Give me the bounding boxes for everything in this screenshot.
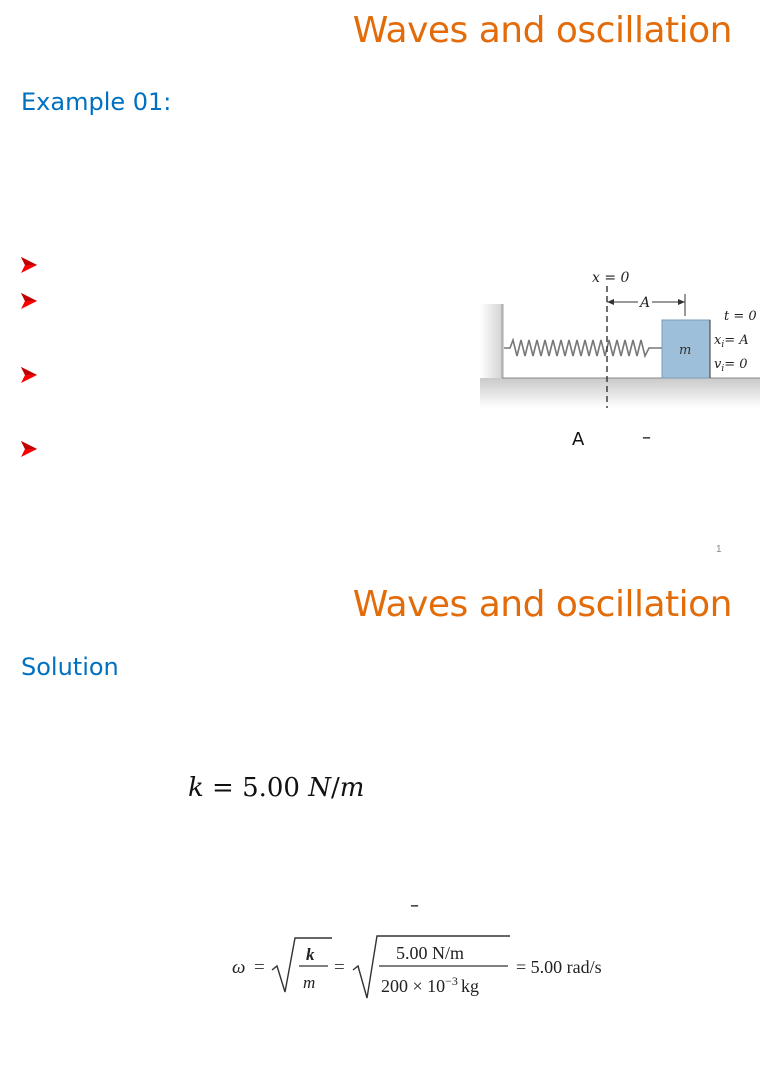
slide-title: Waves and oscillation [352,584,733,625]
label-xi-equals-A: xi= A [714,333,749,350]
slide-title: Waves and oscillation [352,10,733,51]
svg-text:=: = [254,957,265,978]
slide-1: Waves and oscillation Example 01: [0,0,768,555]
svg-text:ω: ω [232,957,245,978]
mass-block [661,319,711,379]
floor [480,378,760,408]
page-number: 1 [716,544,722,555]
label-t-equals-0: t = 0 [724,309,757,324]
label-vi-equals-0: vi= 0 [714,357,748,374]
arrow-bullet-icon [20,256,42,276]
arrow-bullet-icon [20,366,42,386]
svg-text:200 × 10−3kg: 200 × 10−3kg [381,974,479,996]
arrow-bullet-icon [20,292,42,312]
spring [504,337,662,359]
spring-mass-figure: x = 0 A m t = 0 xi= A vi= 0 [480,270,760,408]
svg-text:k: k [306,945,315,964]
label-mass: m [679,343,691,358]
svg-text:5.00 N/m: 5.00 N/m [396,943,464,963]
dash-mark: – [410,895,419,916]
solution-heading: Solution [21,653,119,681]
label-amplitude-dimension: A [638,295,650,311]
slide-2: Waves and oscillation Solution k = 5.00 … [0,567,768,1079]
caption-a: A [572,429,585,450]
caption-dash: – [642,427,651,448]
svg-text:=: = [334,957,345,978]
svg-text:= 5.00 rad/s: = 5.00 rad/s [516,957,602,977]
spring-constant-equation: k = 5.00 N/m [188,773,365,803]
arrow-bullet-icon [20,440,42,460]
label-x-equals-0: x = 0 [592,270,630,286]
example-heading: Example 01: [21,88,172,116]
svg-text:m: m [303,973,315,992]
